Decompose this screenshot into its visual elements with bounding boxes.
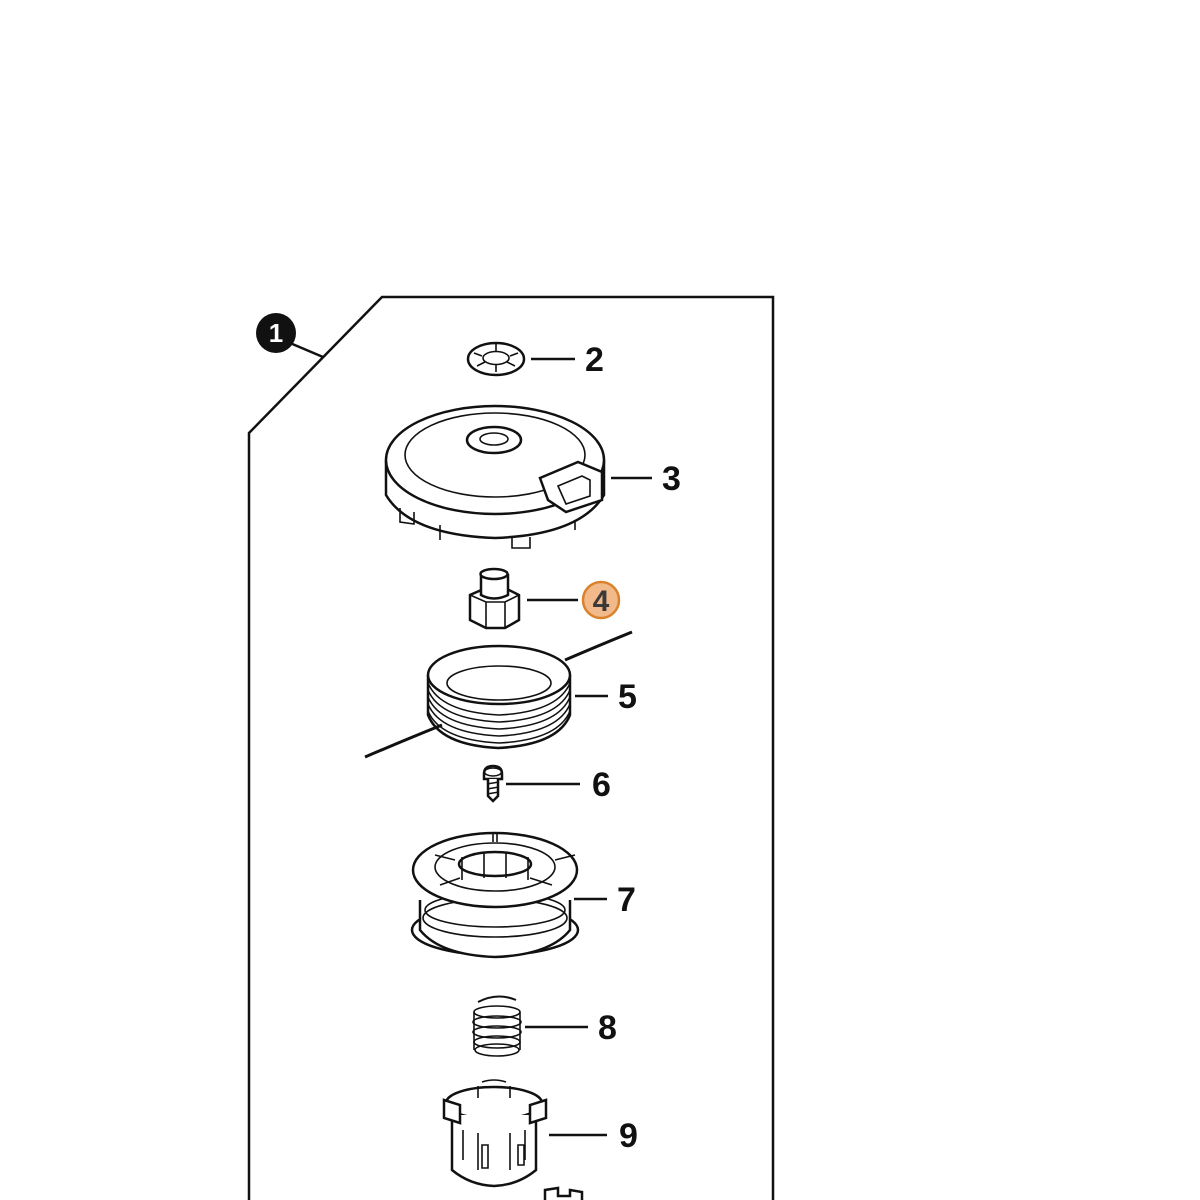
part-9-eyelet[interactable]: 9 bbox=[442, 1079, 638, 1188]
part-number: 9 bbox=[619, 1117, 638, 1155]
part-7-spool[interactable]: 7 bbox=[410, 831, 636, 959]
part-2-washer[interactable]: 2 bbox=[466, 341, 604, 379]
part-8-spring[interactable]: 8 bbox=[472, 995, 617, 1057]
part-6-screw[interactable]: 6 bbox=[482, 764, 611, 804]
highlight-badge bbox=[581, 580, 621, 620]
part-number: 8 bbox=[598, 1009, 617, 1047]
part-number: 6 bbox=[592, 766, 611, 804]
part-5-line[interactable]: 5 bbox=[364, 630, 637, 759]
spool-icon bbox=[410, 831, 580, 959]
part-number: 4 bbox=[593, 585, 610, 618]
part-number: 2 bbox=[585, 341, 604, 379]
washer-icon bbox=[466, 341, 526, 377]
screw-icon bbox=[482, 764, 504, 803]
partial-part-bottom bbox=[543, 1186, 584, 1200]
part-number: 5 bbox=[618, 678, 637, 716]
assembly-badge bbox=[256, 313, 296, 353]
part-4-nut[interactable]: 4 bbox=[468, 567, 621, 630]
assembly-number: 1 bbox=[269, 318, 283, 348]
assembly-callout[interactable]: 1 bbox=[256, 313, 324, 359]
line-coil-icon bbox=[364, 630, 633, 759]
part-number: 3 bbox=[662, 460, 681, 498]
part-number: 7 bbox=[617, 881, 636, 919]
cap-housing-icon bbox=[384, 404, 606, 549]
eyelet-ring-icon bbox=[442, 1079, 548, 1188]
spring-icon bbox=[472, 995, 522, 1057]
part-3-cap[interactable]: 3 bbox=[384, 404, 681, 549]
assembly-leader-line bbox=[289, 341, 324, 359]
hex-nut-icon bbox=[468, 567, 521, 630]
assembly-frame bbox=[247, 295, 775, 1200]
